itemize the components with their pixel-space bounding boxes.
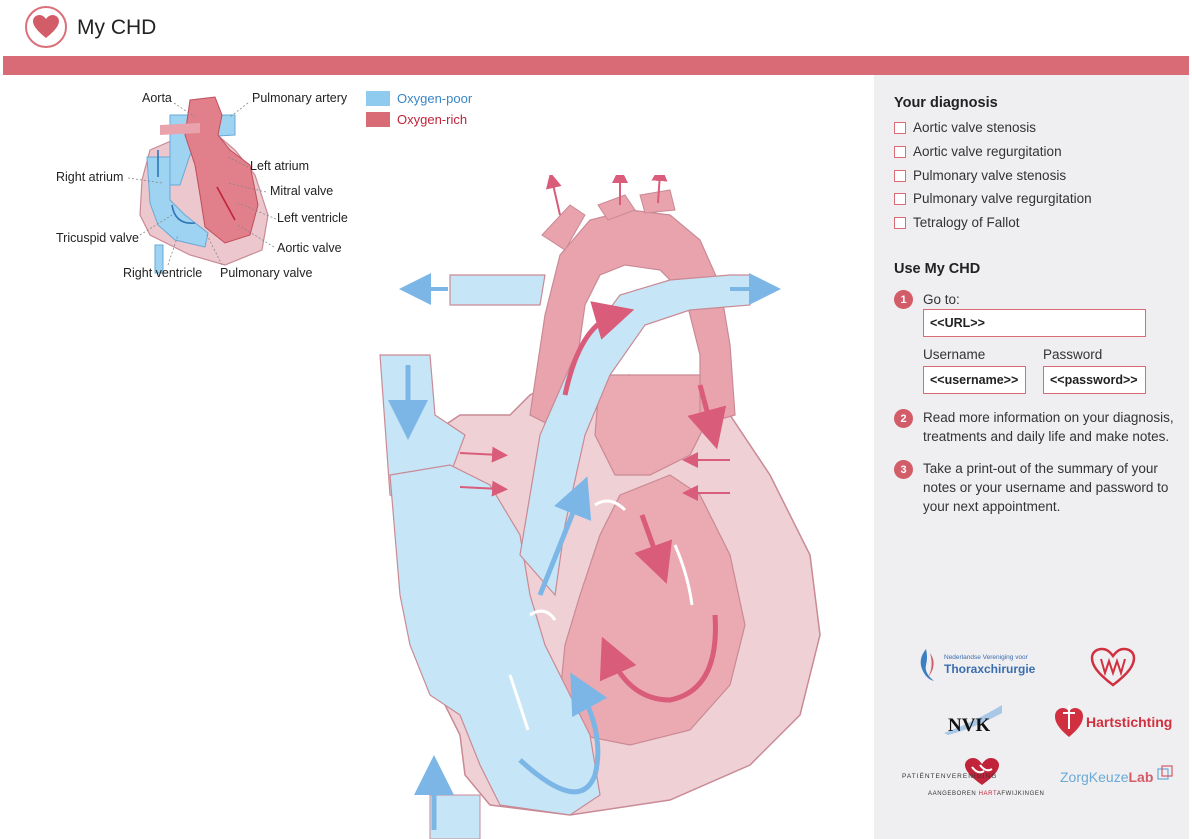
label-tricuspid-valve: Tricuspid valve (56, 231, 139, 245)
diagnosis-option-label: Aortic valve stenosis (913, 120, 1037, 135)
label-left-atrium: Left atrium (250, 159, 310, 173)
diagnosis-checkbox[interactable] (894, 169, 906, 182)
step-3-line: Take a print-out of the summary of your (923, 461, 1158, 476)
diagnosis-option-label: Aortic valve regurgitation (913, 144, 1062, 159)
partner-logo-nvvc[interactable] (1089, 647, 1139, 687)
pv-text-a: AANGEBOREN (928, 791, 979, 797)
label-aorta: Aorta (142, 91, 172, 105)
patientenvereniging-line2: AANGEBOREN HARTAFWIJKINGEN (928, 791, 1044, 797)
diagnosis-checkbox[interactable] (894, 192, 906, 205)
large-heart-illustration (379, 175, 821, 839)
diagnosis-option-label: Pulmonary valve stenosis (913, 168, 1067, 183)
diagnosis-option[interactable]: Pulmonary valve regurgitation (894, 191, 1092, 206)
step-2-badge: 2 (894, 409, 913, 428)
zk-text-b: Lab (1128, 769, 1154, 785)
password-label: Password (1043, 347, 1103, 362)
step-3-line: notes or your username and password to (923, 480, 1169, 495)
thoraxchirurgie-small-text: Nederlandse Vereniging voor (944, 654, 1028, 661)
nvvc-heart-icon (1090, 647, 1136, 687)
label-right-atrium: Right atrium (56, 170, 124, 184)
step-3-badge: 3 (894, 460, 913, 479)
username-field[interactable] (923, 366, 1026, 394)
diagnosis-option[interactable]: Tetralogy of Fallot (894, 215, 1020, 230)
step-2-line: treatments and daily life and make notes… (923, 429, 1170, 444)
diagnosis-option-label: Pulmonary valve regurgitation (913, 191, 1092, 206)
small-heart-illustration (127, 96, 277, 274)
side-panel: Your diagnosis Aortic valve stenosis Aor… (874, 75, 1189, 839)
label-left-ventricle: Left ventricle (277, 211, 348, 225)
password-field[interactable] (1043, 366, 1146, 394)
nvk-swoosh-icon (944, 705, 1002, 735)
zorgkeuzelab-square-icon (1157, 765, 1173, 780)
diagnosis-option[interactable]: Aortic valve regurgitation (894, 144, 1062, 159)
zorgkeuzelab-text: ZorgKeuzeLab (1060, 769, 1153, 785)
step-3-line: your next appointment. (923, 499, 1061, 514)
zk-text-a: ZorgKeuze (1060, 769, 1129, 785)
label-aortic-valve: Aortic valve (277, 241, 342, 255)
accent-bar (3, 56, 1189, 75)
patientenvereniging-line1: PATIËNTENVERENIGING (902, 773, 998, 780)
partner-logo-nvk[interactable]: NVK (942, 703, 1004, 739)
pv-text-b: HART (978, 791, 997, 797)
diagnosis-title: Your diagnosis (894, 95, 998, 111)
hartstichting-text: Hartstichting (1086, 714, 1173, 730)
thoraxchirurgie-icon (920, 649, 934, 681)
partner-logo-zorgkeuzelab[interactable]: ZorgKeuzeLab (1060, 765, 1178, 791)
label-pulmonary-artery: Pulmonary artery (252, 91, 348, 105)
app-logo[interactable] (25, 6, 67, 48)
step-3-text: Take a print-out of the summary of your … (923, 459, 1168, 516)
label-mitral-valve: Mitral valve (270, 184, 334, 198)
legend-oxygen-rich: Oxygen-rich (366, 112, 467, 127)
legend-swatch-oxygen-rich (366, 112, 390, 127)
app-header: My CHD (0, 0, 1192, 56)
pv-text-c: AFWIJKINGEN (996, 791, 1045, 797)
username-label: Username (923, 347, 986, 362)
partner-logo-thoraxchirurgie[interactable]: Nederlandse Vereniging voor Thoraxchirur… (916, 647, 1036, 687)
thoraxchirurgie-text: Thoraxchirurgie (944, 662, 1036, 676)
partner-logo-hartstichting[interactable]: Hartstichting (1054, 703, 1174, 741)
diagnosis-checkbox[interactable] (894, 121, 906, 134)
app-title: My CHD (77, 16, 157, 39)
step-1-text: Go to: (923, 292, 960, 307)
legend-label-oxygen-rich: Oxygen-rich (397, 112, 468, 127)
nvk-text: NVK (948, 715, 991, 736)
hartstichting-icon (1055, 705, 1083, 737)
step-2-line: Read more information on your diagnosis, (923, 410, 1174, 425)
use-title: Use My CHD (894, 261, 981, 277)
legend-label-oxygen-poor: Oxygen-poor (397, 91, 473, 106)
diagnosis-checkbox[interactable] (894, 145, 906, 158)
label-pulmonary-valve: Pulmonary valve (220, 266, 313, 280)
heart-diagram-area: Oxygen-poor Oxygen-rich (0, 75, 874, 839)
legend-swatch-oxygen-poor (366, 91, 390, 106)
label-right-ventricle: Right ventricle (123, 266, 203, 280)
url-field[interactable] (923, 309, 1146, 337)
step-1-badge: 1 (894, 290, 913, 309)
partner-logo-patientenvereniging[interactable]: PATIËNTENVERENIGING AANGEBOREN HARTAFWIJ… (902, 757, 1052, 801)
diagnosis-checkbox[interactable] (894, 216, 906, 229)
diagnosis-option[interactable]: Aortic valve stenosis (894, 120, 1036, 135)
legend-oxygen-poor: Oxygen-poor (366, 91, 472, 106)
heart-icon (33, 15, 59, 38)
diagnosis-option[interactable]: Pulmonary valve stenosis (894, 168, 1066, 183)
step-2-text: Read more information on your diagnosis,… (923, 408, 1174, 446)
diagnosis-option-label: Tetralogy of Fallot (913, 215, 1020, 230)
patientenvereniging-hands-icon (965, 758, 999, 785)
